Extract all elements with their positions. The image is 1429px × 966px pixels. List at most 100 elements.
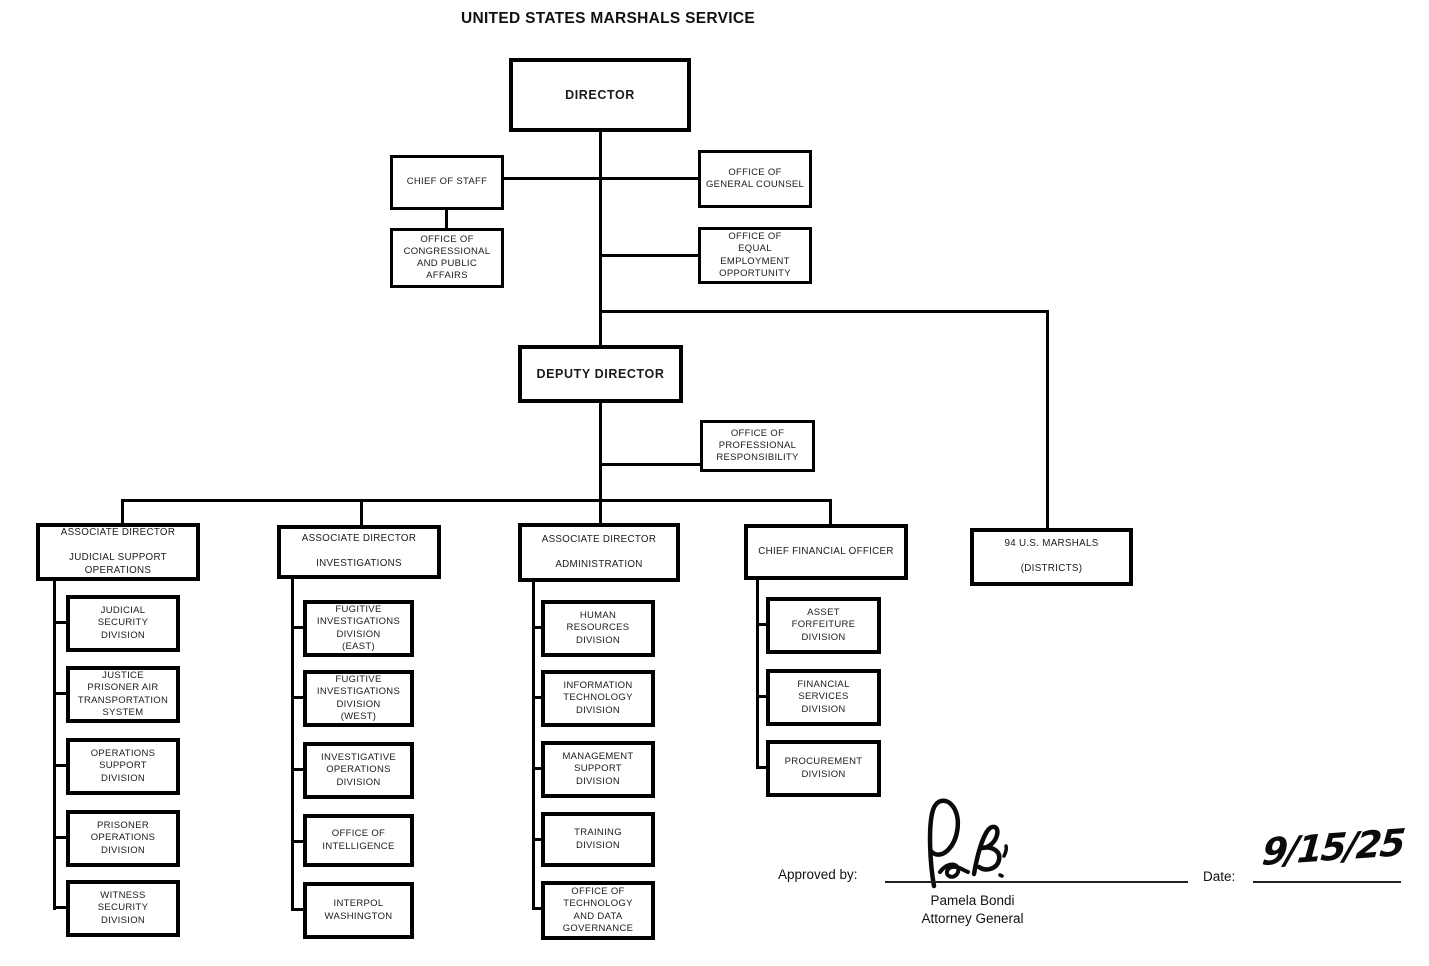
node-management-support-division: MANAGEMENT SUPPORT DIVISION bbox=[541, 741, 655, 798]
node-training-division: TRAINING DIVISION bbox=[541, 812, 655, 867]
node-office-of-technology-and-data-governance: OFFICE OF TECHNOLOGY AND DATA GOVERNANCE bbox=[541, 881, 655, 940]
connector bbox=[445, 209, 448, 229]
node-justice-prisoner-air-transportation-system: JUSTICE PRISONER AIR TRANSPORTATION SYST… bbox=[66, 666, 180, 723]
node-judicial-security-division: JUDICIAL SECURITY DIVISION bbox=[66, 595, 180, 652]
node-office-of-professional-responsibility: OFFICE OF PROFESSIONAL RESPONSIBILITY bbox=[700, 420, 815, 472]
connector bbox=[599, 254, 700, 257]
node-office-of-congressional-and-public-affairs: OFFICE OF CONGRESSIONAL AND PUBLIC AFFAI… bbox=[390, 228, 504, 288]
node-investigative-operations-division: INVESTIGATIVE OPERATIONS DIVISION bbox=[303, 742, 414, 799]
connector bbox=[291, 626, 305, 629]
node-label: FINANCIAL SERVICES DIVISION bbox=[797, 679, 850, 715]
connector bbox=[756, 695, 768, 698]
connector bbox=[121, 499, 124, 525]
signer-title: Attorney General bbox=[921, 911, 1024, 926]
connector bbox=[360, 499, 363, 527]
connector bbox=[291, 577, 294, 911]
connector bbox=[53, 836, 68, 839]
node-label: OFFICE OF EQUAL EMPLOYMENT OPPORTUNITY bbox=[719, 231, 791, 279]
node-label: PROCUREMENT DIVISION bbox=[784, 756, 863, 780]
node-label: INVESTIGATIVE OPERATIONS DIVISION bbox=[321, 752, 396, 788]
connector bbox=[532, 580, 535, 910]
node-information-technology-division: INFORMATION TECHNOLOGY DIVISION bbox=[541, 670, 655, 727]
node-office-of-intelligence: OFFICE OF INTELLIGENCE bbox=[303, 814, 414, 867]
connector bbox=[756, 766, 768, 769]
node-label: OFFICE OF INTELLIGENCE bbox=[322, 828, 395, 852]
node-director: DIRECTOR bbox=[509, 58, 691, 132]
connector bbox=[53, 764, 68, 767]
node-label: TRAINING DIVISION bbox=[574, 827, 622, 851]
node-label: 94 U.S. MARSHALS (DISTRICTS) bbox=[1004, 538, 1099, 575]
node-label: JUSTICE PRISONER AIR TRANSPORTATION SYST… bbox=[77, 670, 169, 718]
connector bbox=[756, 578, 759, 769]
node-label: FUGITIVE INVESTIGATIONS DIVISION (EAST) bbox=[316, 604, 401, 652]
node-label: OFFICE OF TECHNOLOGY AND DATA GOVERNANCE bbox=[562, 886, 634, 934]
node-operations-support-division: OPERATIONS SUPPORT DIVISION bbox=[66, 738, 180, 795]
approved-by-label: Approved by: bbox=[778, 867, 858, 882]
node-label: PRISONER OPERATIONS DIVISION bbox=[90, 820, 156, 856]
connector bbox=[829, 499, 832, 529]
node-label: OFFICE OF CONGRESSIONAL AND PUBLIC AFFAI… bbox=[403, 233, 491, 282]
connector bbox=[53, 621, 68, 624]
node-financial-services-division: FINANCIAL SERVICES DIVISION bbox=[766, 669, 881, 726]
node-label: INFORMATION TECHNOLOGY DIVISION bbox=[563, 680, 633, 716]
node-label: JUDICIAL SECURITY DIVISION bbox=[97, 605, 149, 641]
connector bbox=[291, 908, 305, 911]
connector bbox=[502, 177, 700, 180]
node-label: CHIEF FINANCIAL OFFICER bbox=[758, 545, 894, 557]
node-label: FUGITIVE INVESTIGATIONS DIVISION (WEST) bbox=[316, 674, 401, 722]
connector bbox=[532, 696, 543, 699]
date-handwriting: 9/15/25 bbox=[1260, 820, 1406, 875]
node-deputy-director: DEPUTY DIRECTOR bbox=[518, 345, 683, 403]
node-fugitive-investigations-division-east: FUGITIVE INVESTIGATIONS DIVISION (EAST) bbox=[303, 600, 414, 657]
node-fugitive-investigations-division-west: FUGITIVE INVESTIGATIONS DIVISION (WEST) bbox=[303, 670, 414, 727]
node-label: ASSOCIATE DIRECTOR INVESTIGATIONS bbox=[301, 533, 417, 570]
node-label: MANAGEMENT SUPPORT DIVISION bbox=[562, 751, 634, 787]
connector bbox=[291, 768, 305, 771]
node-prisoner-operations-division: PRISONER OPERATIONS DIVISION bbox=[66, 810, 180, 867]
node-label: DEPUTY DIRECTOR bbox=[536, 367, 665, 381]
connector bbox=[121, 499, 832, 502]
node-label: OFFICE OF GENERAL COUNSEL bbox=[705, 166, 805, 190]
node-label: OPERATIONS SUPPORT DIVISION bbox=[90, 748, 156, 784]
node-office-of-equal-employment-opportunity: OFFICE OF EQUAL EMPLOYMENT OPPORTUNITY bbox=[698, 227, 812, 284]
node-associate-director-administration: ASSOCIATE DIRECTOR ADMINISTRATION bbox=[518, 523, 680, 582]
connector bbox=[532, 626, 543, 629]
connector bbox=[53, 906, 68, 909]
signer-name: Pamela Bondi bbox=[930, 893, 1015, 908]
connector bbox=[53, 692, 68, 695]
date-label: Date: bbox=[1203, 869, 1236, 884]
node-label: CHIEF OF STAFF bbox=[406, 176, 488, 188]
connector bbox=[291, 696, 305, 699]
connector bbox=[599, 130, 602, 347]
node-label: OFFICE OF PROFESSIONAL RESPONSIBILITY bbox=[716, 427, 799, 464]
connector bbox=[532, 767, 543, 770]
node-label: INTERPOL WASHINGTON bbox=[324, 898, 393, 922]
connector bbox=[532, 907, 543, 910]
node-office-of-general-counsel: OFFICE OF GENERAL COUNSEL bbox=[698, 150, 812, 208]
node-witness-security-division: WITNESS SECURITY DIVISION bbox=[66, 880, 180, 937]
connector bbox=[291, 840, 305, 843]
connector bbox=[756, 623, 768, 626]
node-label: HUMAN RESOURCES DIVISION bbox=[566, 610, 630, 646]
connector bbox=[1046, 310, 1049, 528]
node-asset-forfeiture-division: ASSET FORFEITURE DIVISION bbox=[766, 597, 881, 654]
node-chief-of-staff: CHIEF OF STAFF bbox=[390, 155, 504, 210]
node-human-resources-division: HUMAN RESOURCES DIVISION bbox=[541, 600, 655, 657]
node-interpol-washington: INTERPOL WASHINGTON bbox=[303, 882, 414, 939]
node-label: ASSET FORFEITURE DIVISION bbox=[791, 607, 856, 643]
node-chief-financial-officer: CHIEF FINANCIAL OFFICER bbox=[744, 524, 908, 580]
chart-title: UNITED STATES MARSHALS SERVICE bbox=[460, 10, 756, 27]
connector bbox=[53, 579, 56, 910]
node-procurement-division: PROCUREMENT DIVISION bbox=[766, 740, 881, 797]
signature-line bbox=[885, 881, 1188, 883]
node-94-us-marshals-districts: 94 U.S. MARSHALS (DISTRICTS) bbox=[970, 528, 1133, 586]
node-label: ASSOCIATE DIRECTOR ADMINISTRATION bbox=[541, 533, 657, 570]
node-associate-director-investigations: ASSOCIATE DIRECTOR INVESTIGATIONS bbox=[277, 525, 441, 579]
connector bbox=[532, 838, 543, 841]
signature-handwriting bbox=[927, 798, 1009, 889]
connector bbox=[599, 310, 1049, 313]
date-line bbox=[1253, 881, 1401, 883]
node-label: WITNESS SECURITY DIVISION bbox=[97, 890, 149, 926]
node-label: DIRECTOR bbox=[565, 88, 635, 102]
